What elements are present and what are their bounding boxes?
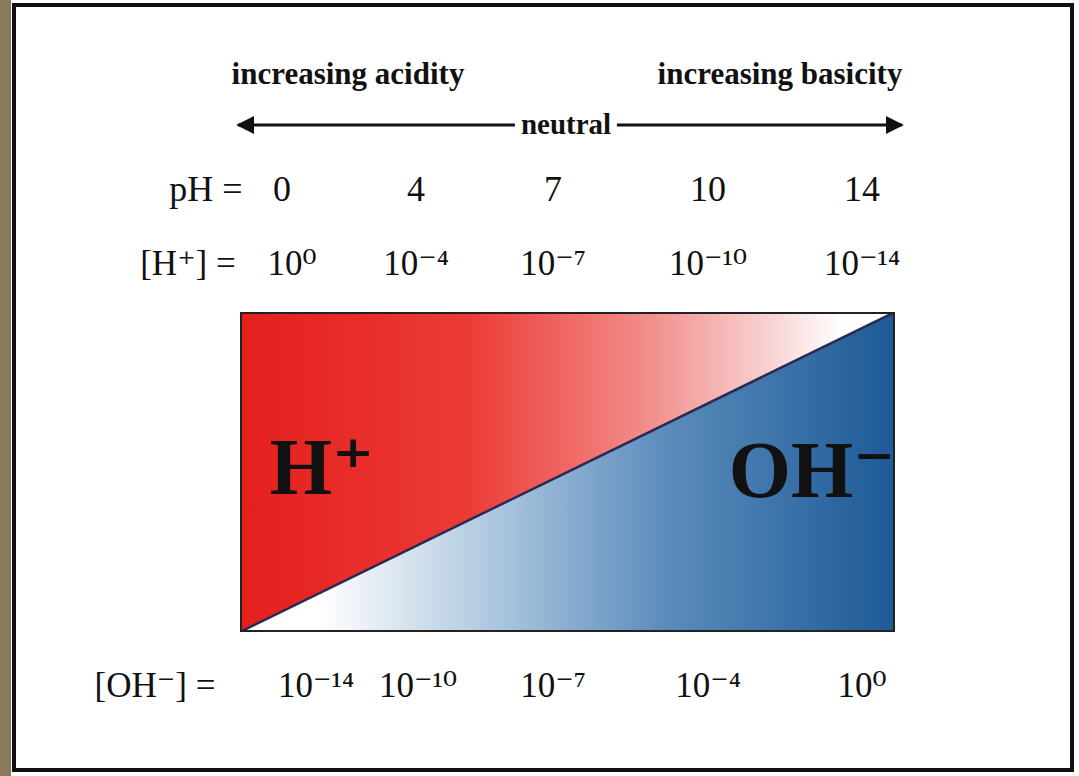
ph-value: 10 <box>690 170 726 210</box>
ph-value: 14 <box>844 170 880 210</box>
concentration-value: 10⁻⁷ <box>520 245 586 284</box>
axis-caption: increasing basicity <box>658 57 903 91</box>
ion-label: OH⁻ <box>729 426 896 514</box>
base-region <box>240 312 895 632</box>
concentration-value: 10⁻¹⁴ <box>824 245 900 284</box>
concentration-value: 10⁰ <box>267 245 316 284</box>
acid-region <box>240 312 895 632</box>
concentration-value: 10⁻⁴ <box>383 245 449 284</box>
outer-frame <box>14 5 1072 770</box>
concentration-value: 10⁻⁴ <box>675 667 741 706</box>
axis-caption: increasing acidity <box>232 57 465 91</box>
concentration-value: 10⁰ <box>837 667 886 706</box>
neutral-label: neutral <box>515 109 617 141</box>
concentration-value: 10⁻¹⁴ <box>278 667 354 706</box>
concentration-value: 10⁻¹⁰ <box>379 667 457 706</box>
photo-strip <box>0 0 11 776</box>
gradient-panel: H⁺ OH⁻ <box>240 312 901 632</box>
ph-value: 0 <box>273 170 291 210</box>
row-heading: [H⁺] = <box>140 245 236 284</box>
concentration-value: 10⁻¹⁰ <box>669 245 747 284</box>
row-heading: [OH⁻] = <box>95 667 216 706</box>
concentration-value: 10⁻⁷ <box>520 667 586 706</box>
row-heading: pH = <box>169 170 242 210</box>
ph-value: 4 <box>407 170 425 210</box>
ph-value: 7 <box>544 170 562 210</box>
ion-label: H⁺ <box>270 423 374 511</box>
diagonal-divider <box>240 312 895 632</box>
